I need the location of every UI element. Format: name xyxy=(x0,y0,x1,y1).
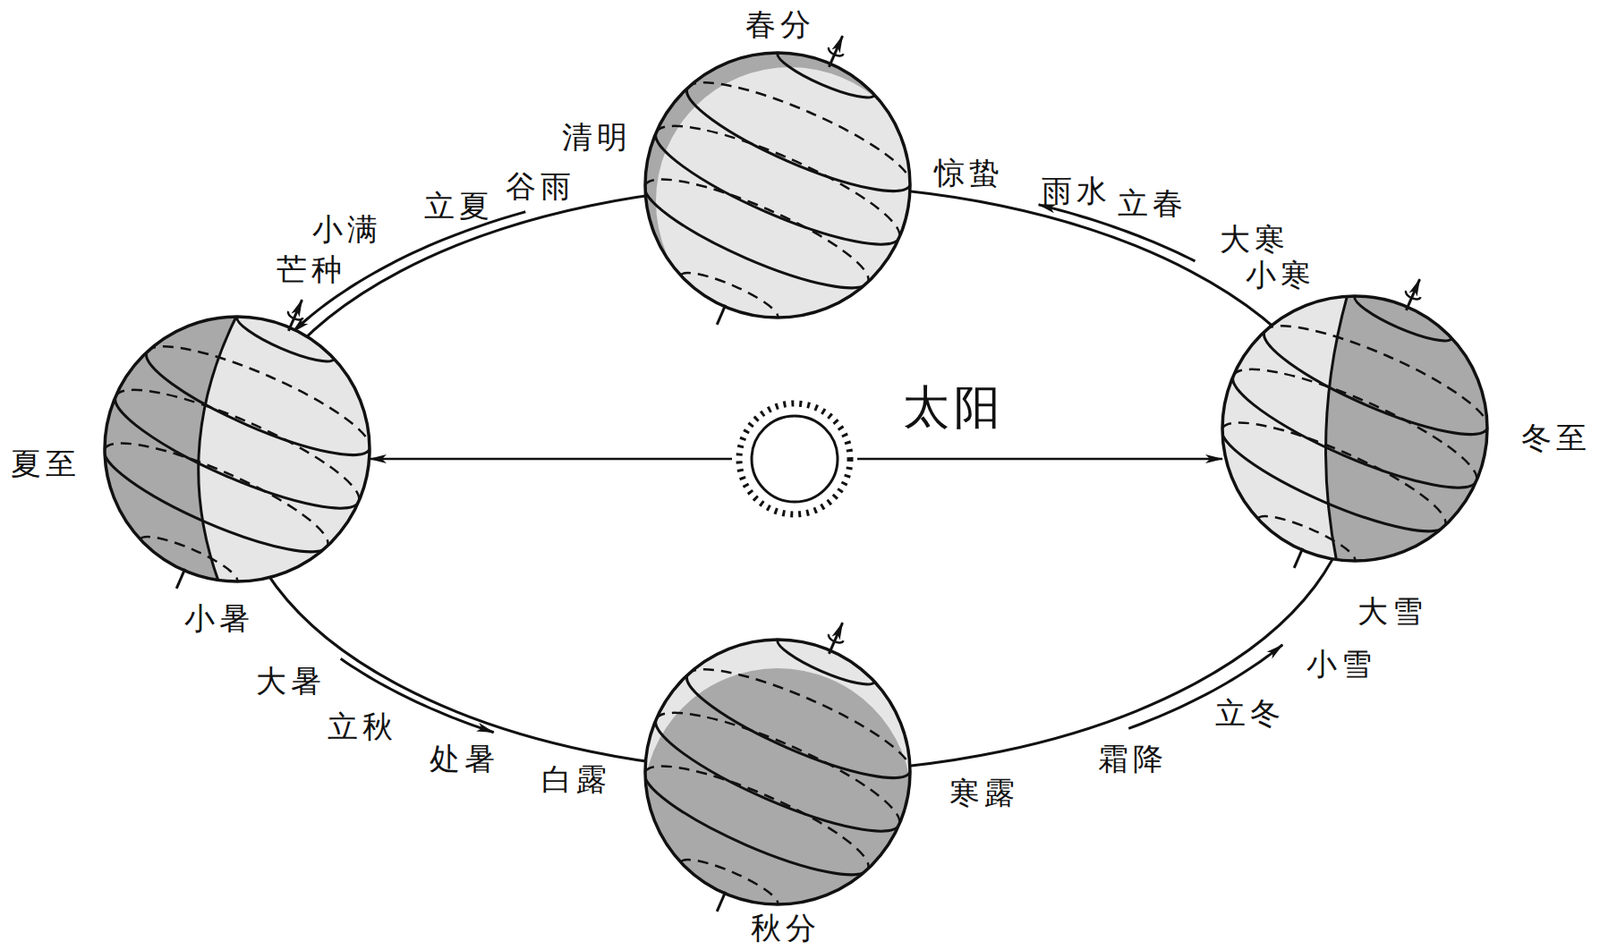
term-label: 太阳 xyxy=(902,382,1005,434)
latitude-line xyxy=(1253,519,1355,572)
solar-term-label: 大雪 xyxy=(1357,595,1428,629)
latitude-line xyxy=(676,275,778,329)
solar-term-label: 立春 xyxy=(1117,187,1188,221)
latitude-line-hidden xyxy=(645,748,879,870)
latitude-line-hidden xyxy=(1354,285,1456,339)
solar-term-label: 小暑 xyxy=(184,602,255,636)
term-label: 冬至 xyxy=(1521,421,1592,455)
solar-term-label: 霜降 xyxy=(1097,742,1168,776)
latitude-line-hidden xyxy=(687,63,921,186)
latitude-line-hidden xyxy=(237,306,339,359)
latitude-line-hidden xyxy=(115,369,370,503)
solar-term-label: 惊蛰 xyxy=(934,156,1005,190)
solar-term-label: 谷雨 xyxy=(505,170,576,204)
terminator-line xyxy=(198,314,238,584)
earth-axis xyxy=(1286,276,1428,572)
solar-term-label: 立夏 xyxy=(424,189,494,223)
term-label: 夏至 xyxy=(10,447,81,481)
solar-term-label: 白露 xyxy=(541,763,612,797)
latitude-line-hidden xyxy=(655,105,911,239)
earth-axis xyxy=(709,33,851,329)
earth-axis xyxy=(709,620,851,916)
earth-node: 春分 xyxy=(645,52,911,318)
sun-disc xyxy=(751,416,838,503)
earth-axis xyxy=(169,297,310,593)
earth-globe xyxy=(603,10,953,361)
earth-globe xyxy=(58,274,412,625)
solar-term-label: 芒种 xyxy=(276,253,347,287)
solar-term-label: 大寒 xyxy=(1219,222,1290,256)
latitude-line xyxy=(644,719,899,852)
solar-term-label: 立秋 xyxy=(327,710,398,744)
latitude-line xyxy=(676,862,778,916)
sun-rays xyxy=(739,403,851,515)
latitude-line-hidden xyxy=(104,425,339,547)
latitude-line xyxy=(103,396,358,529)
solar-term-label: 清明 xyxy=(561,120,632,154)
sunlight-arrow xyxy=(857,458,1223,461)
latitude-line-hidden xyxy=(1233,348,1488,482)
solar-term-label: 小满 xyxy=(312,212,383,247)
latitude-line-hidden xyxy=(645,161,879,283)
sun-node: 太阳 xyxy=(731,396,858,522)
earth-globe xyxy=(1180,254,1534,605)
latitude-line-hidden xyxy=(655,692,911,826)
latitude-line-hidden xyxy=(777,629,879,682)
solar-term-label: 处暑 xyxy=(429,742,500,776)
sunlight-arrow xyxy=(369,458,732,461)
latitude-line-hidden xyxy=(687,650,921,773)
solar-term-label: 立冬 xyxy=(1215,697,1286,731)
latitude-line xyxy=(1221,375,1476,509)
term-label: 秋分 xyxy=(750,911,821,945)
earth-globe xyxy=(603,597,953,948)
earth-node: 冬至 xyxy=(1222,296,1488,562)
term-label: 春分 xyxy=(745,8,816,42)
solar-term-label: 寒露 xyxy=(949,776,1020,810)
solar-term-label: 雨水 xyxy=(1041,174,1112,208)
terminator-line xyxy=(1326,294,1349,563)
latitude-line-hidden xyxy=(1222,404,1456,527)
latitude-line xyxy=(644,132,899,265)
solar-term-label: 小寒 xyxy=(1245,258,1316,292)
solar-term-label: 小雪 xyxy=(1306,647,1377,681)
latitude-line xyxy=(136,539,238,593)
earth-node: 秋分 xyxy=(645,639,911,905)
solar-term-label: 大暑 xyxy=(255,664,326,698)
earth-node: 夏至 xyxy=(104,316,370,582)
latitude-line-hidden xyxy=(146,327,381,450)
latitude-line-hidden xyxy=(1264,306,1498,429)
latitude-line-hidden xyxy=(777,42,879,95)
